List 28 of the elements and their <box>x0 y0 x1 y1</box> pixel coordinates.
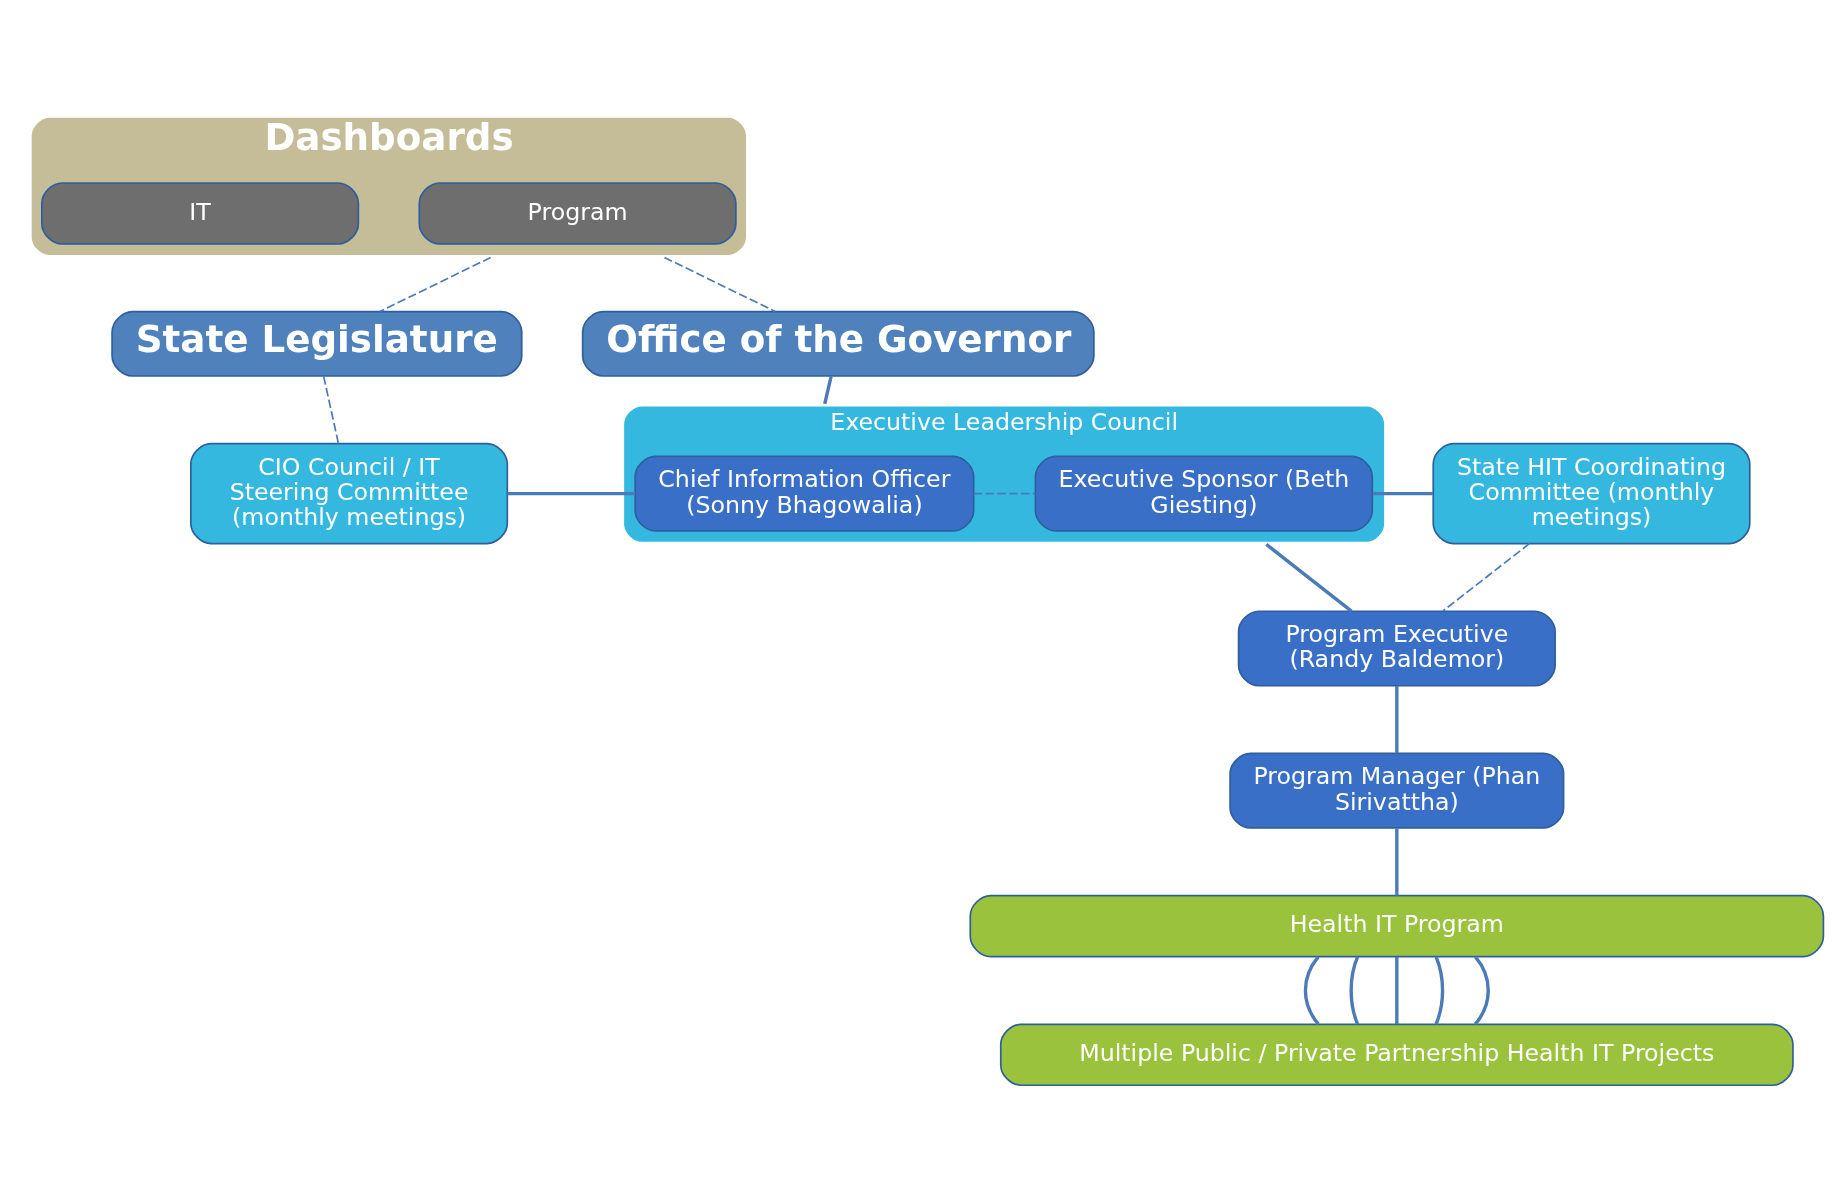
connector <box>972 492 1037 495</box>
node-box: Executive Sponsor (Beth Giesting) <box>1034 455 1374 532</box>
connector <box>1442 542 1531 612</box>
connector <box>1303 955 1320 1026</box>
connector <box>1395 828 1399 896</box>
node-box: Office of the Governor <box>581 310 1095 377</box>
connector <box>1395 956 1399 1025</box>
node-box: Chief Information Officer (Sonny Bhagowalia) <box>634 455 975 532</box>
connector <box>1434 956 1445 1025</box>
connector <box>379 256 492 313</box>
connector <box>1395 685 1399 754</box>
node-box: Health IT Program <box>969 894 1825 958</box>
connector <box>663 256 777 313</box>
node-box: Multiple Public / Private Partnership Health IT Projects <box>999 1023 1794 1087</box>
connector <box>1265 543 1353 613</box>
node-box: State Legislature <box>111 310 523 377</box>
connector <box>1473 955 1490 1026</box>
node-box: Program <box>418 182 737 245</box>
connector <box>823 376 833 405</box>
node-box: IT <box>41 182 360 245</box>
connector <box>1349 956 1360 1025</box>
node-box: State HIT Coordinating Committee (monthly meetings) <box>1432 442 1751 545</box>
node-box: Program Manager (Phan Sirivattha) <box>1229 752 1565 829</box>
connector <box>507 491 635 496</box>
node-box: CIO Council / IT Steering Committee (monthly meetings) <box>189 442 509 545</box>
connector <box>322 375 340 445</box>
connector <box>1372 491 1433 496</box>
node-box: Program Executive (Randy Baldemor) <box>1237 610 1556 687</box>
